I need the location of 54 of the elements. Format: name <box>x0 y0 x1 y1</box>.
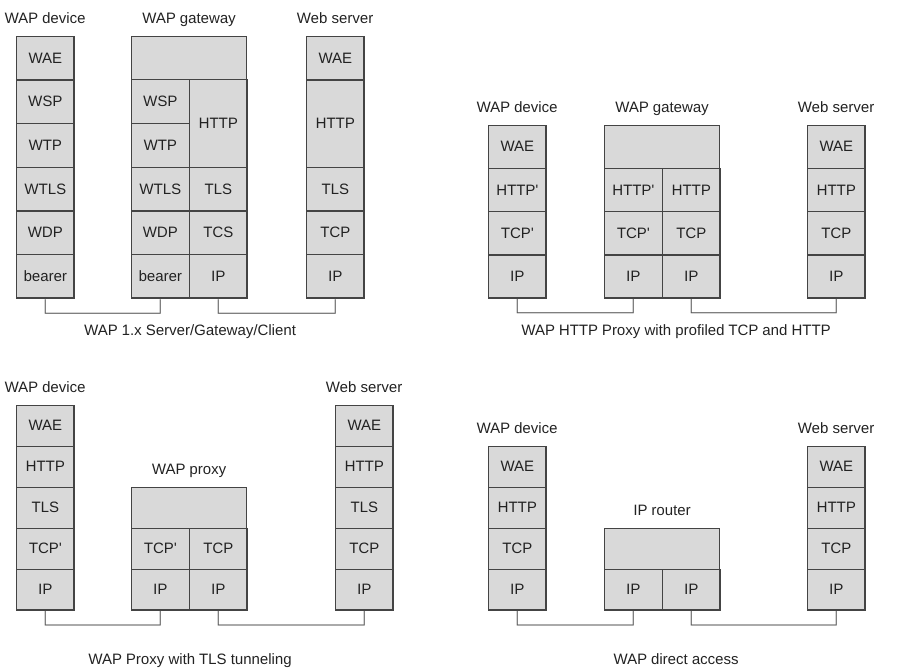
protocol-layer: IP <box>334 568 394 611</box>
connector-line <box>690 610 837 626</box>
caption: WAP 1.x Server/Gateway/Client <box>84 322 296 339</box>
connector-line <box>44 610 161 626</box>
protocol-layer: WAE <box>16 36 75 81</box>
stack-label: Web server <box>326 379 402 396</box>
protocol-layer: TCP <box>188 528 248 570</box>
protocol-layer: TCP <box>662 210 721 256</box>
protocol-layer: IP <box>662 568 721 611</box>
protocol-layer: WTLS <box>16 166 75 212</box>
stack-label: WAP gateway <box>615 99 709 116</box>
protocol-layer: HTTP <box>188 79 248 168</box>
stack-label: WAP device <box>476 420 558 437</box>
protocol-layer: IP <box>306 254 365 300</box>
stack-label: WAP device <box>476 99 558 116</box>
protocol-layer: IP <box>604 568 663 611</box>
protocol-layer: IP <box>188 568 248 611</box>
connector-line <box>218 298 336 314</box>
protocol-layer: IP <box>662 254 721 299</box>
connector-line <box>516 298 634 314</box>
protocol-layer: IP <box>806 254 866 299</box>
caption: WAP Proxy with TLS tunneling <box>88 651 292 668</box>
caption: WAP HTTP Proxy with profiled TCP and HTTP <box>521 322 831 339</box>
protocol-layer: TCP' <box>488 210 547 256</box>
protocol-layer: WAE <box>306 36 365 81</box>
stack-label: WAP device <box>4 379 86 396</box>
protocol-layer: IP <box>488 254 547 299</box>
protocol-layer: HTTP <box>662 168 721 212</box>
protocol-layer: bearer <box>16 254 75 300</box>
protocol-layer: IP <box>488 568 547 611</box>
connector-line <box>218 610 365 626</box>
stack-label: IP router <box>633 502 691 519</box>
protocol-layer: TCP <box>806 210 866 256</box>
stack-label: Web server <box>798 99 874 116</box>
protocol-layer: TCP <box>306 210 365 256</box>
stack-label: Web server <box>798 420 874 437</box>
stack-label: WAP device <box>4 10 86 27</box>
stack-label: WAP gateway <box>142 10 236 27</box>
protocol-layer: TLS <box>306 166 365 212</box>
protocol-layer: IP <box>806 568 866 611</box>
connector-line <box>516 610 634 626</box>
protocol-layer: IP <box>604 254 663 299</box>
protocol-layer: WSP <box>16 79 75 124</box>
connector-line <box>690 298 837 314</box>
protocol-layer: TLS <box>188 166 248 212</box>
stack-label: WAP proxy <box>152 461 226 478</box>
stack-label: Web server <box>296 10 374 27</box>
caption: WAP direct access <box>613 651 739 668</box>
protocol-layer: IP <box>188 254 248 300</box>
protocol-layer: WDP <box>16 210 75 256</box>
protocol-layer: IP <box>16 568 75 611</box>
protocol-layer: TCS <box>188 210 248 256</box>
protocol-layer: HTTP <box>306 79 365 168</box>
connector-line <box>44 298 161 314</box>
